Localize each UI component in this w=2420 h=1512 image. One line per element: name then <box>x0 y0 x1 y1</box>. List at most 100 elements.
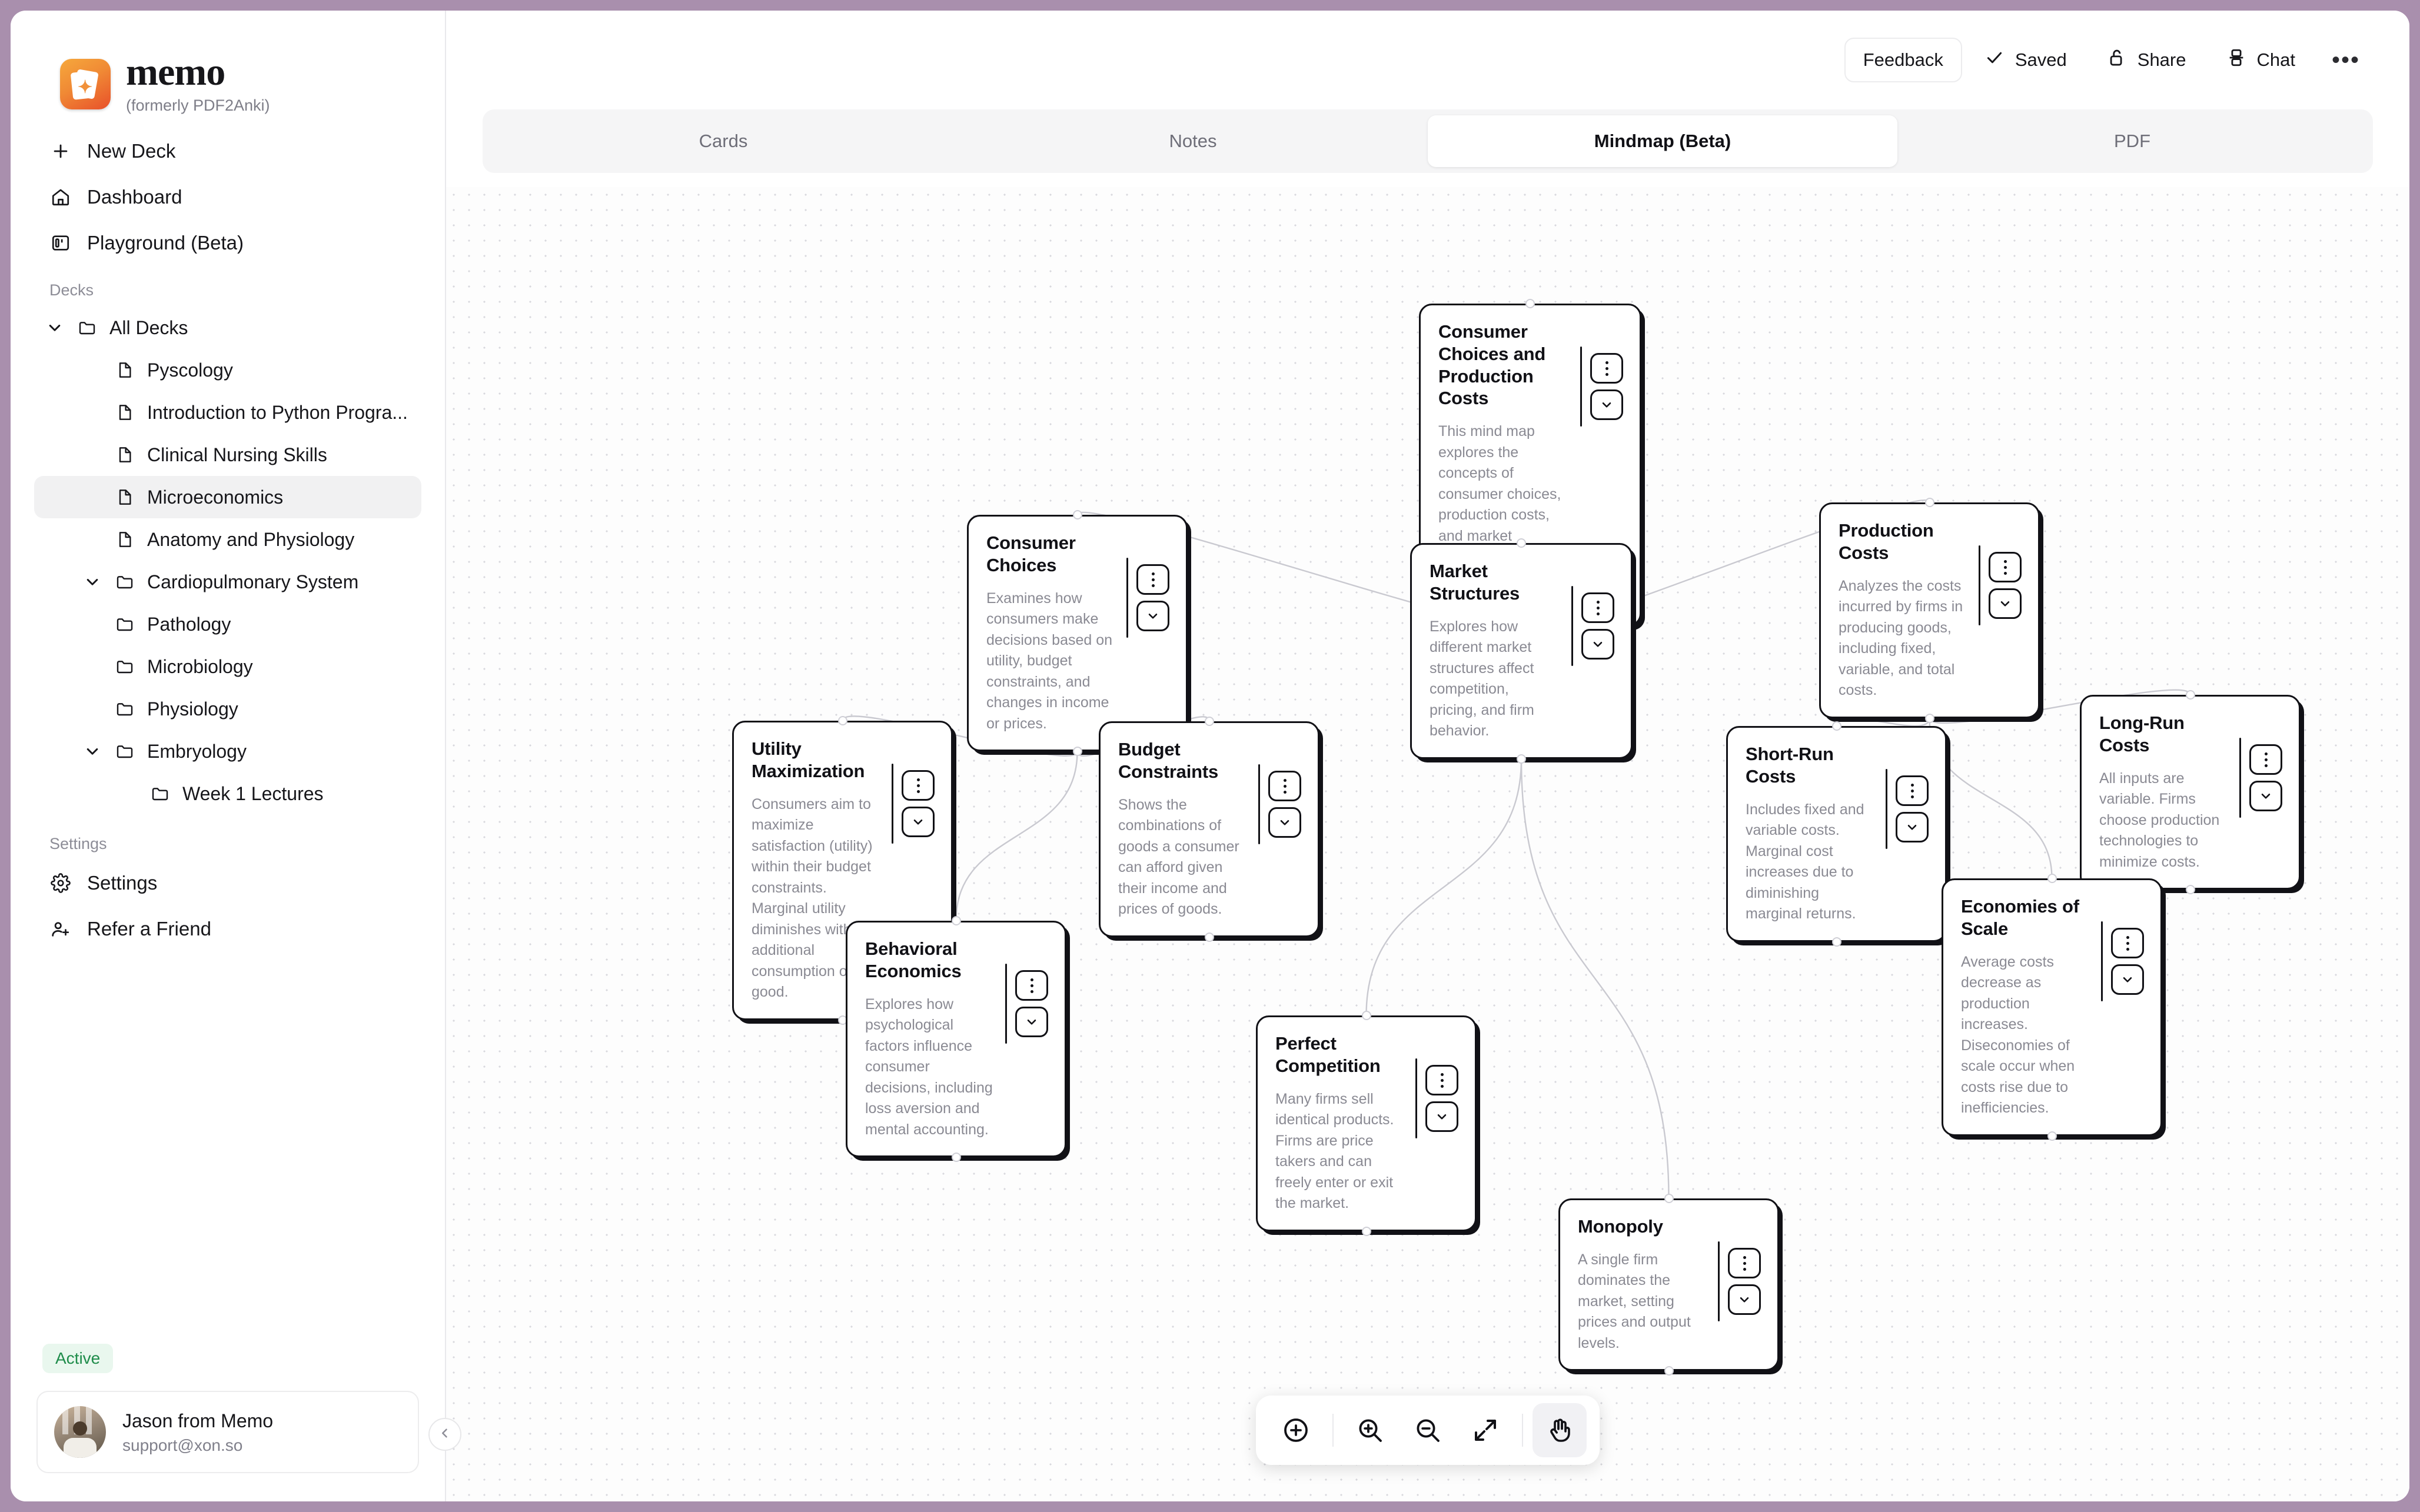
zoom-in-button[interactable] <box>1343 1403 1397 1457</box>
node-handle-top[interactable] <box>1361 1011 1371 1020</box>
deck-tree-item-week-1-lectures[interactable]: Week 1 Lectures <box>34 772 421 815</box>
saved-status-button[interactable]: Saved <box>1967 38 2085 82</box>
node-handle-top[interactable] <box>1517 538 1526 548</box>
nav-item-settings[interactable]: Settings <box>34 860 421 906</box>
node-title: Utility Maximization <box>752 738 865 781</box>
node-handle-bottom[interactable] <box>1072 747 1082 757</box>
node-handle-bottom[interactable] <box>1924 713 1934 723</box>
node-handle-top[interactable] <box>1831 721 1841 731</box>
nav-item-refer-a-friend[interactable]: Refer a Friend <box>34 906 421 952</box>
tab-cards[interactable]: Cards <box>699 131 748 151</box>
chat-button[interactable]: Chat <box>2209 38 2313 82</box>
node-title: Production Costs <box>1839 520 1934 563</box>
user-profile-card[interactable]: Jason from Memo support@xon.so <box>36 1391 419 1473</box>
pan-tool-button[interactable] <box>1533 1403 1587 1457</box>
node-handle-bottom[interactable] <box>1664 1366 1674 1376</box>
node-handle-top[interactable] <box>1664 1194 1674 1203</box>
more-options-button[interactable]: ••• <box>2331 46 2360 73</box>
node-handle-top[interactable] <box>1924 498 1934 507</box>
tab-mindmap-beta[interactable]: Mindmap (Beta) <box>1428 115 1897 167</box>
node-handle-top[interactable] <box>2047 874 2057 883</box>
chevron-down-icon[interactable] <box>902 807 935 837</box>
tab-notes[interactable]: Notes <box>1169 131 1217 151</box>
kebab-menu-icon[interactable] <box>1896 775 1929 806</box>
kebab-menu-icon[interactable] <box>2111 928 2144 958</box>
brand-subtitle: (formerly PDF2Anki) <box>126 96 270 114</box>
node-handle-top[interactable] <box>1072 510 1082 519</box>
deck-tree-item-clinical-nursing-skills[interactable]: Clinical Nursing Skills <box>34 434 421 476</box>
user-plus-icon <box>49 918 72 940</box>
chevron-down-icon[interactable] <box>1896 812 1929 842</box>
kebab-menu-icon[interactable] <box>1728 1248 1761 1278</box>
deck-tree-item-all-decks[interactable]: All Decks <box>34 307 421 349</box>
chevron-down-icon[interactable] <box>1581 629 1614 660</box>
add-node-button[interactable] <box>1269 1403 1323 1457</box>
deck-tree-item-anatomy-and-physiology[interactable]: Anatomy and Physiology <box>34 518 421 561</box>
deck-tree-item-introduction-to-python-progra[interactable]: Introduction to Python Progra... <box>34 391 421 434</box>
chevron-down-icon[interactable] <box>1728 1284 1761 1315</box>
node-handle-top[interactable] <box>2185 690 2195 700</box>
kebab-menu-icon[interactable] <box>2249 744 2282 775</box>
chevron-down-icon[interactable] <box>1590 389 1623 420</box>
gear-icon <box>49 872 72 894</box>
node-handle-top[interactable] <box>837 716 847 725</box>
chevron-down-icon[interactable] <box>2111 964 2144 995</box>
chevron-down-icon[interactable] <box>45 318 65 338</box>
feedback-button[interactable]: Feedback <box>1844 38 1962 82</box>
chevron-down-icon[interactable] <box>1268 807 1301 838</box>
share-button[interactable]: Share <box>2089 38 2204 82</box>
chevron-down-icon[interactable] <box>1136 601 1169 631</box>
kebab-menu-icon[interactable] <box>1268 771 1301 801</box>
node-handle-bottom[interactable] <box>1517 754 1526 764</box>
kebab-menu-icon[interactable] <box>1136 564 1169 595</box>
deck-tree-item-microbiology[interactable]: Microbiology <box>34 645 421 688</box>
kebab-menu-icon[interactable] <box>1989 552 2022 582</box>
node-handle-bottom[interactable] <box>2185 885 2195 895</box>
chevron-down-icon[interactable] <box>1425 1101 1458 1132</box>
node-handle-top[interactable] <box>951 916 961 925</box>
nav-label: Playground (Beta) <box>87 232 244 254</box>
deck-tree-item-pyscology[interactable]: Pyscology <box>34 349 421 391</box>
kebab-menu-icon[interactable] <box>1015 970 1048 1001</box>
kebab-menu-icon[interactable] <box>1425 1065 1458 1095</box>
chevron-down-icon[interactable] <box>2249 781 2282 811</box>
kebab-menu-icon[interactable] <box>902 770 935 801</box>
tab-pdf[interactable]: PDF <box>2114 131 2150 151</box>
deck-tree-item-label: Physiology <box>147 698 238 720</box>
chevron-down-icon[interactable] <box>1989 588 2022 619</box>
node-handle-bottom[interactable] <box>2047 1131 2057 1141</box>
node-handle-bottom[interactable] <box>1361 1226 1371 1236</box>
zoom-out-button[interactable] <box>1401 1403 1455 1457</box>
deck-tree-item-embryology[interactable]: Embryology <box>34 730 421 772</box>
nav-item-playground[interactable]: Playground (Beta) <box>34 220 421 266</box>
node-handle-bottom[interactable] <box>1831 937 1841 947</box>
deck-tree-item-cardiopulmonary-system[interactable]: Cardiopulmonary System <box>34 561 421 603</box>
node-handle-top[interactable] <box>1204 717 1214 726</box>
node-handle-bottom[interactable] <box>1204 932 1214 942</box>
chevron-down-icon[interactable] <box>82 741 102 761</box>
deck-tree-item-pathology[interactable]: Pathology <box>34 603 421 645</box>
deck-tree-item-physiology[interactable]: Physiology <box>34 688 421 730</box>
sidebar-collapse-button[interactable] <box>428 1418 461 1451</box>
chevron-down-icon[interactable] <box>1015 1007 1048 1037</box>
nav-item-new-deck[interactable]: New Deck <box>34 128 421 174</box>
deck-tree-item-microeconomics[interactable]: Microeconomics <box>34 476 421 518</box>
kebab-menu-icon[interactable] <box>1581 592 1614 623</box>
node-handle-bottom[interactable] <box>951 1153 961 1163</box>
fit-view-button[interactable] <box>1458 1403 1512 1457</box>
node-handle-top[interactable] <box>1525 299 1535 308</box>
chevron-down-icon[interactable] <box>82 572 102 592</box>
nav-item-dashboard[interactable]: Dashboard <box>34 174 421 220</box>
kebab-menu-icon[interactable] <box>1590 353 1623 384</box>
